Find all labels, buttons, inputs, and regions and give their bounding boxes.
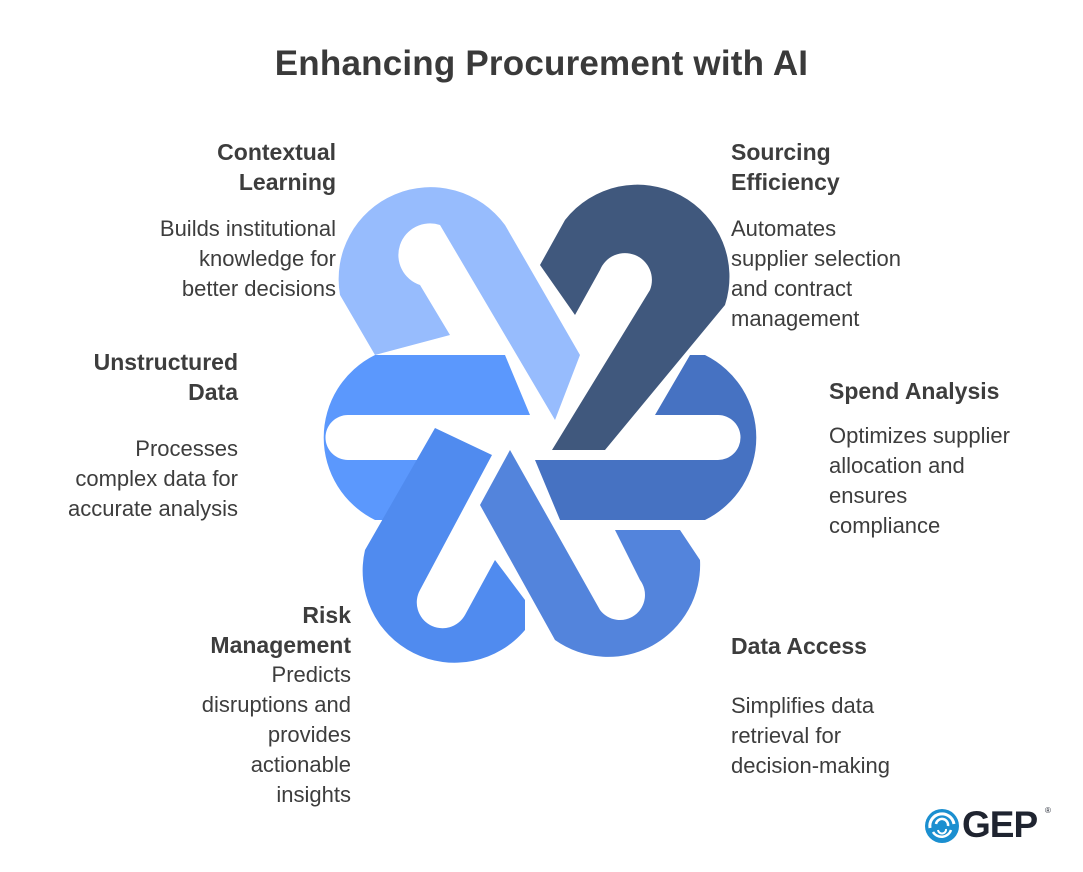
item-heading-line1: Contextual — [217, 139, 336, 165]
item-heading-line1: Data Access — [731, 633, 867, 659]
item-sourcing-efficiency: Sourcing Efficiency Automates supplier s… — [731, 137, 1011, 334]
logo-wordmark: GEP — [962, 804, 1038, 845]
knot-loop-spend-analysis — [535, 355, 757, 520]
item-description-line: and contract — [731, 276, 853, 301]
item-heading-line2: Learning — [238, 169, 336, 195]
item-heading-line1: Unstructured — [93, 349, 238, 375]
item-description-line: accurate analysis — [68, 496, 238, 521]
item-unstructured-data: Unstructured Data Processes complex data… — [20, 347, 238, 524]
logo-registered-mark: ® — [1045, 806, 1051, 815]
item-description-line: Simplifies data — [731, 693, 875, 718]
item-description-line: management — [731, 306, 860, 331]
item-heading-line1: Spend Analysis — [829, 378, 1000, 404]
item-description-line: Optimizes supplier — [829, 423, 1010, 448]
diagram-title: Enhancing Procurement with AI — [274, 44, 809, 83]
item-description-line: ensures — [829, 483, 908, 508]
item-data-access: Data Access Simplifies data retrieval fo… — [731, 631, 971, 781]
item-heading-line1: Sourcing — [731, 139, 831, 165]
gep-logo: GEP ® — [924, 802, 1054, 850]
item-description-line: decision-making — [731, 753, 890, 778]
item-description-line: better decisions — [181, 276, 336, 301]
knot-loop-contextual-learning — [338, 187, 580, 420]
gep-swirl-icon — [925, 809, 959, 843]
item-description-line: provides — [267, 722, 351, 747]
item-description-line: complex data for — [75, 466, 238, 491]
item-heading-line2: Data — [188, 379, 238, 405]
item-description-line: actionable — [250, 752, 351, 777]
item-risk-management: Risk Management Predicts disruptions and… — [130, 600, 351, 810]
item-description-line: allocation and — [829, 453, 965, 478]
item-description-line: retrieval for — [731, 723, 842, 748]
knot-loop-data-access — [480, 450, 701, 657]
item-heading-line2: Efficiency — [731, 169, 840, 195]
knot-loop-unstructured-data — [323, 355, 530, 520]
item-description-line: supplier selection — [731, 246, 901, 271]
item-description-line: disruptions and — [201, 692, 351, 717]
item-spend-analysis: Spend Analysis Optimizes supplier alloca… — [829, 376, 1069, 541]
item-description-line: Builds institutional — [159, 216, 336, 241]
item-description-line: Automates — [731, 216, 837, 241]
item-description-line: knowledge for — [199, 246, 336, 271]
knot-loop-risk-management — [362, 428, 525, 663]
knot-loop-sourcing-efficiency — [540, 184, 730, 451]
item-description-line: compliance — [829, 513, 941, 538]
item-description-line: Predicts — [271, 662, 351, 687]
item-contextual-learning: Contextual Learning Builds institutional… — [80, 137, 336, 304]
item-heading-line2: Management — [210, 632, 351, 658]
item-description-line: insights — [276, 782, 351, 807]
item-heading-line1: Risk — [302, 602, 351, 628]
item-description-line: Processes — [135, 436, 238, 461]
